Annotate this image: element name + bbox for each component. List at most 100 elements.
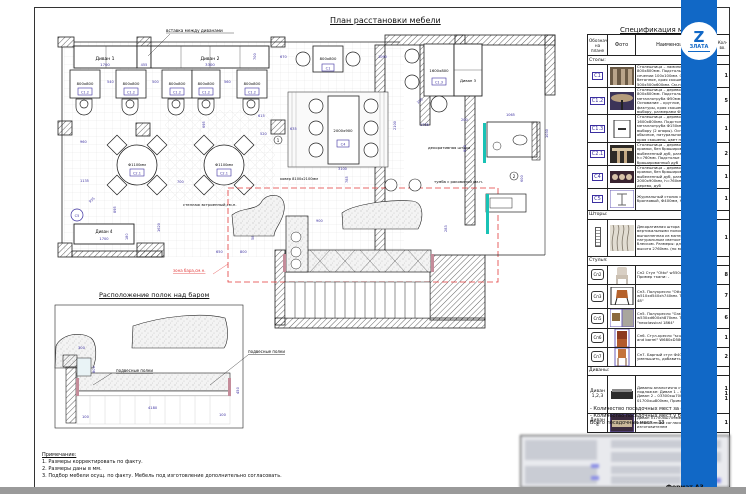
svg-text:600: 600: [520, 175, 524, 182]
svg-text:500: 500: [152, 80, 159, 84]
brand-stripe: [681, 0, 717, 494]
svg-text:С1.2: С1.2: [173, 91, 181, 95]
photo-chair-sp3: [610, 287, 633, 306]
svg-text:Диван 1: Диван 1: [95, 56, 114, 62]
svg-text:С2.1: С2.1: [133, 172, 141, 176]
rack-label: стеллаж встроенный,см.н.: [183, 202, 237, 207]
stairs: [284, 281, 431, 319]
table-c4-with-carpet: 2000х900 С4 635 3100 ковер 8100х2100мм: [280, 91, 389, 181]
restroom: 2: [486, 121, 541, 181]
svg-text:2100: 2100: [393, 121, 397, 130]
svg-text:Ф1100мм: Ф1100мм: [128, 163, 146, 167]
notes-heading: Примечание:: [42, 452, 77, 458]
photo-table-c5: [609, 190, 634, 209]
col-photo: Фото: [607, 34, 636, 56]
svg-text:Диван 4: Диван 4: [96, 229, 113, 234]
note-item: 2. Размеры даны в мм.: [42, 466, 102, 472]
note-item: 1. Размеры корректировать по факту.: [42, 459, 143, 465]
seats-bar: - Количество посадочных мест у бара – 2: [590, 413, 700, 419]
svg-text:800х800: 800х800: [123, 81, 140, 86]
photo-chair-sp7: [614, 348, 629, 366]
svg-text:С1: С1: [326, 67, 331, 71]
photo-chair-sp5: [609, 309, 634, 328]
svg-text:700: 700: [177, 180, 184, 184]
round-table-2: Ф1100мм С2.1: [193, 134, 255, 196]
round-table-1: Ф1100мм С2.1: [106, 134, 168, 196]
table-c1: 800х800 С1 670 1090: [280, 45, 387, 73]
svg-text:800х800: 800х800: [169, 81, 186, 86]
col-mark: Обознач. на плане: [587, 34, 608, 56]
svg-text:1135: 1135: [80, 179, 89, 183]
sink-cabinet: тумба с раковиной см.н.: [434, 179, 527, 234]
curtain-mark-icon: [594, 226, 601, 247]
svg-text:подвесные полки: подвесные полки: [248, 349, 285, 354]
sofa-1: Диван 1 1700: [73, 45, 138, 69]
photo-table-c2-1: [609, 144, 634, 163]
svg-text:1600х800: 1600х800: [429, 68, 449, 73]
decorative-curtain: декоративная штора: [428, 123, 486, 163]
svg-text:3100: 3100: [338, 167, 347, 171]
seats-tables: - Количество посадочных мест за столами …: [590, 406, 717, 412]
svg-text:900: 900: [316, 219, 323, 223]
svg-text:1065: 1065: [506, 113, 515, 117]
logo-z-icon: Z: [693, 28, 705, 46]
sofa-4: Диван 4 1700 180: [73, 223, 135, 245]
svg-text:С1.2: С1.2: [127, 91, 135, 95]
svg-text:Диван 3: Диван 3: [460, 78, 477, 83]
svg-text:785: 785: [345, 176, 349, 183]
svg-text:1: 1: [277, 138, 280, 143]
svg-text:800: 800: [92, 365, 96, 373]
svg-text:ковер 8100х2100мм: ковер 8100х2100мм: [280, 177, 318, 181]
svg-text:2000х900: 2000х900: [333, 128, 353, 133]
svg-text:1755: 1755: [420, 123, 429, 127]
chair-row: Сп5 Сп5. Полукресло "Graham", w530хd600х…: [587, 307, 730, 329]
svg-text:1700: 1700: [100, 62, 110, 67]
svg-text:180: 180: [125, 234, 129, 240]
svg-text:540: 540: [107, 80, 114, 84]
sofa-3: Диван 3: [453, 43, 483, 97]
svg-text:700: 700: [253, 53, 257, 60]
svg-text:декоративная штора: декоративная штора: [428, 145, 470, 150]
bottom-bar: [0, 487, 746, 494]
svg-text:подвесные полки: подвесные полки: [116, 368, 153, 373]
svg-text:Ф1100мм: Ф1100мм: [215, 163, 233, 167]
note-item: 3. Подбор мебели осущ. по факту. Мебель …: [42, 473, 282, 479]
chairs-row: [75, 98, 260, 116]
photo-curtain: [609, 224, 634, 251]
svg-text:350: 350: [416, 97, 424, 104]
svg-text:1090: 1090: [378, 55, 387, 59]
svg-text:800х800: 800х800: [77, 81, 94, 86]
svg-text:800х800: 800х800: [244, 81, 261, 86]
tables-c1-2-row: 800х800 С1.2 800х800 С1.2 800х800 С1.2 8…: [69, 69, 268, 99]
svg-text:520: 520: [260, 132, 267, 136]
svg-text:100: 100: [82, 415, 90, 419]
insert-between-sofas-label: вставка между диванами: [166, 28, 223, 33]
svg-text:283: 283: [444, 225, 448, 232]
svg-text:100: 100: [219, 413, 227, 417]
svg-text:300: 300: [78, 346, 86, 350]
svg-text:3300: 3300: [205, 62, 215, 67]
spec-table: Обознач. на плане Фото Наименование Кол-…: [587, 34, 730, 433]
table-row: С1.2 Столешница – дерево бразильское, 80…: [587, 87, 730, 116]
svg-text:615: 615: [258, 114, 265, 118]
plan-title: План расстановки мебели: [330, 16, 441, 25]
svg-text:1700: 1700: [99, 237, 109, 241]
coffee-table-c5: С5: [70, 208, 84, 222]
seating-summary: - Количество посадочных мест за столами …: [590, 406, 716, 427]
svg-text:С1.3: С1.3: [435, 81, 443, 85]
photo-chair-sp2: [615, 266, 628, 284]
svg-text:С1.2: С1.2: [202, 91, 210, 95]
photo-sofa-1-2-3: [609, 385, 634, 404]
svg-text:670: 670: [280, 55, 287, 59]
svg-text:4180: 4180: [148, 406, 158, 410]
sofa-insert: 455: [136, 45, 152, 69]
photo-table-c1-3: [613, 119, 630, 138]
notes: Примечание: 1. Размеры корректировать по…: [42, 452, 282, 480]
svg-text:2: 2: [513, 174, 516, 179]
svg-text:С1.2: С1.2: [248, 91, 256, 95]
svg-text:200: 200: [461, 118, 468, 122]
svg-text:960: 960: [80, 140, 87, 144]
seats-total: Всего посадочных мест – 33: [590, 420, 665, 426]
svg-text:1620: 1620: [157, 223, 161, 232]
